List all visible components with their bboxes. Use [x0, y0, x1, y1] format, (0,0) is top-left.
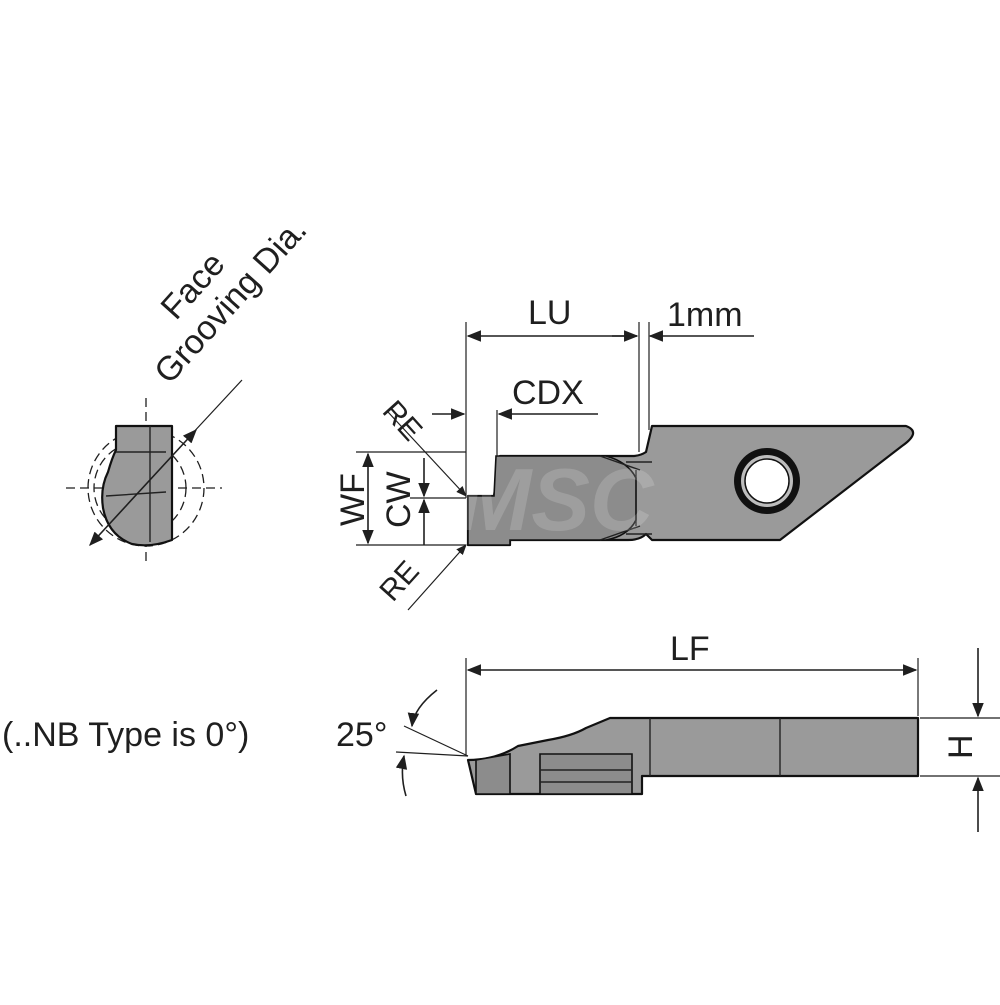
re-bottom-label: RE [373, 555, 425, 608]
h-text-group: H [942, 734, 980, 759]
wf-text-group: WF [334, 473, 372, 526]
cdx-label: CDX [512, 374, 584, 412]
onemm-label: 1mm [667, 296, 743, 334]
screw-hole [744, 458, 790, 504]
angle-baseline [395, 751, 469, 757]
face-grooving-text-group: Face Grooving Dia. [147, 211, 314, 391]
re-top-text-group: RE [376, 394, 428, 447]
h-label: H [942, 734, 980, 759]
angle-arc-bottom [395, 754, 408, 797]
tool-end-profile [101, 424, 174, 547]
side-tip [475, 753, 511, 795]
angle-arc-top [407, 689, 438, 728]
cw-label: CW [380, 471, 418, 528]
nb-type-note: (..NB Type is 0°) [2, 716, 249, 754]
insert-side-body [466, 716, 920, 796]
side-neck [539, 753, 633, 795]
neck-edge-bottom [599, 525, 641, 541]
side-view: LF H 25° (..NB Type is 0°) [2, 630, 1000, 832]
re-bottom-leader [407, 544, 467, 611]
end-view [66, 379, 243, 565]
re-bottom-text-group: RE [373, 555, 425, 608]
lu-label: LU [528, 294, 571, 332]
insert-neck [467, 455, 637, 546]
re-top-leader [387, 411, 467, 497]
lf-label: LF [670, 630, 710, 668]
angle-line [403, 725, 469, 757]
neck-edge-top [599, 455, 641, 471]
top-view: LU 1mm CDX RE WF CW RE [334, 294, 915, 611]
re-top-label: RE [376, 394, 428, 447]
angle-label: 25° [336, 716, 387, 754]
cw-text-group: CW [380, 471, 418, 528]
grooving-dia-arrow [89, 428, 197, 547]
grooving-dia-leader [189, 379, 243, 437]
wf-label: WF [334, 473, 372, 526]
watermark: MSC [458, 450, 655, 549]
